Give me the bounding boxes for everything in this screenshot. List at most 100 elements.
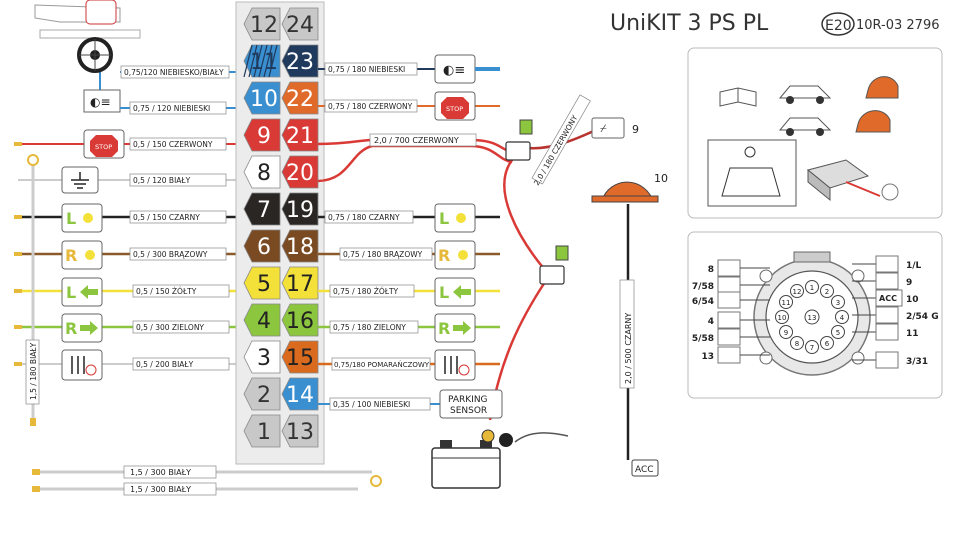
socket-label-text: 13 xyxy=(701,352,714,362)
socket-label-text: 4 xyxy=(708,317,714,327)
pin-shape xyxy=(243,266,281,300)
connector-pin: 11 xyxy=(243,44,281,78)
pin-number: 11 xyxy=(250,50,278,75)
socket-pin-number: 8 xyxy=(795,340,799,348)
pin-stripe xyxy=(253,44,263,78)
pin-shape xyxy=(281,414,319,448)
socket-label-icon xyxy=(875,306,899,324)
wire-label: 0,5 / 200 BIAŁY xyxy=(136,360,194,369)
socket-label-text: 6/54 xyxy=(692,297,714,307)
socket-pin-number: 2 xyxy=(825,288,829,296)
socket-pin-circle xyxy=(805,340,819,354)
socket-label-icon xyxy=(717,346,741,364)
reverse-lamp-icon xyxy=(61,349,103,381)
socket-left-label: 8 xyxy=(708,259,770,277)
pin-number: 5 xyxy=(257,272,271,297)
pin-number: 22 xyxy=(286,87,314,112)
svg-text:STOP: STOP xyxy=(446,105,463,113)
socket-pin-circle xyxy=(804,309,820,325)
pin-number: 21 xyxy=(286,124,314,149)
connector-pin: 19 xyxy=(281,192,319,226)
kit-title: UniKIT 3 PS PL xyxy=(610,11,769,36)
pin-shape xyxy=(243,229,281,263)
pin-shape xyxy=(243,118,281,152)
connector-pin: 2 xyxy=(243,377,281,411)
fuse-bottom xyxy=(539,245,569,285)
socket-pin: 10 xyxy=(775,310,789,324)
socket-pin: 9 xyxy=(779,325,794,339)
stop-lamp-icon: STOP xyxy=(83,129,125,159)
socket-left-label: 4 xyxy=(708,311,770,329)
svg-text:◐≡: ◐≡ xyxy=(90,95,111,109)
switch-box-9: ⌿ 9 xyxy=(591,117,639,139)
approval-mark-oval xyxy=(821,12,855,36)
socket-left-label: 6/54 xyxy=(692,291,770,309)
socket-label-icon-text: ACC xyxy=(879,294,897,303)
connector-pin: 24 xyxy=(281,7,319,41)
socket-pin: 12 xyxy=(790,284,804,299)
socket-pin-number: 4 xyxy=(840,314,845,322)
pin-number: 18 xyxy=(286,235,314,260)
svg-text:⌿: ⌿ xyxy=(600,122,607,135)
socket-pin-number: 10 xyxy=(778,314,787,322)
parking-sensor-box: PARKING SENSOR xyxy=(439,389,503,419)
socket-label-text: 11 xyxy=(906,329,919,339)
socket-pin-number: 7 xyxy=(810,344,814,352)
pin-stripe xyxy=(263,44,273,78)
pin-number: 20 xyxy=(286,161,314,186)
tail-lamp-right-icon-right: R xyxy=(434,240,476,270)
left-wire-labels: 0,75/120 NIEBIESKO/BIAŁY 0,75 / 120 NIEB… xyxy=(120,65,230,371)
pin-shape xyxy=(243,377,281,411)
wire-label: 0,75 / 180 ZIELONY xyxy=(333,323,406,332)
pin-number: 9 xyxy=(257,124,271,149)
pin-number: 24 xyxy=(286,13,314,38)
svg-text:R: R xyxy=(65,319,77,338)
pin-number: 10 xyxy=(250,87,278,112)
pin-stripe xyxy=(258,44,268,78)
wire-label: 2,0 / 700 CZERWONY xyxy=(374,136,459,145)
socket-pin-number: 12 xyxy=(793,288,802,296)
pin-stripe xyxy=(243,44,253,78)
svg-text:R: R xyxy=(438,319,450,338)
socket-label-icon xyxy=(717,328,741,346)
socket-right-label: 3/31 xyxy=(852,351,928,369)
wire-label: 0,75/120 NIEBIESKO/BIAŁY xyxy=(124,68,224,77)
svg-text:L: L xyxy=(66,283,76,302)
svg-text:L: L xyxy=(439,209,449,228)
socket-label-icon xyxy=(717,276,741,294)
wire-label: 0,75 / 180 CZARNY xyxy=(328,213,400,222)
vertical-white-wire: 1,5 / 180 BIAŁY xyxy=(25,154,40,426)
connector-pin: 22 xyxy=(281,81,319,115)
connector-pin: 9 xyxy=(243,118,281,152)
pin-shape xyxy=(281,118,319,152)
wire-label: 0,75/180 POMARAŃCZOWY xyxy=(334,360,430,369)
tail-lamp-left-icon-right: L xyxy=(434,203,476,233)
fog-lamp-icon: ◐≡ xyxy=(434,54,500,84)
socket-label-text: 8 xyxy=(708,265,714,275)
socket-label-text: 10 xyxy=(906,295,919,305)
connector-pin: 13 xyxy=(281,414,319,448)
wire-label: 0,5 / 150 CZERWONY xyxy=(133,140,213,149)
pin-number: 2 xyxy=(257,383,271,408)
wire-label: 0,5 / 150 ŻÓŁTY xyxy=(136,287,197,296)
socket-pin: 7 xyxy=(805,340,819,354)
pin-stripe xyxy=(268,44,278,78)
tail-lamp-left-icon: L xyxy=(61,203,103,233)
pin-shape xyxy=(243,155,281,189)
pin-shape xyxy=(281,192,319,226)
ground-icon xyxy=(61,166,99,194)
socket-pin: 11 xyxy=(779,295,794,309)
connector-pin: 6 xyxy=(243,229,281,263)
connector-pin: 8 xyxy=(243,155,281,189)
socket-pin: 5 xyxy=(830,325,845,339)
socket-pin-circle xyxy=(820,284,834,299)
pin-number: 13 xyxy=(286,420,314,445)
socket-label-text: 5/58 xyxy=(692,334,714,344)
socket-right-label: 2/54 G xyxy=(852,306,939,324)
socket-pin-circle xyxy=(790,284,804,299)
connector-pin: 5 xyxy=(243,266,281,300)
socket-pin: 13 xyxy=(804,309,820,325)
